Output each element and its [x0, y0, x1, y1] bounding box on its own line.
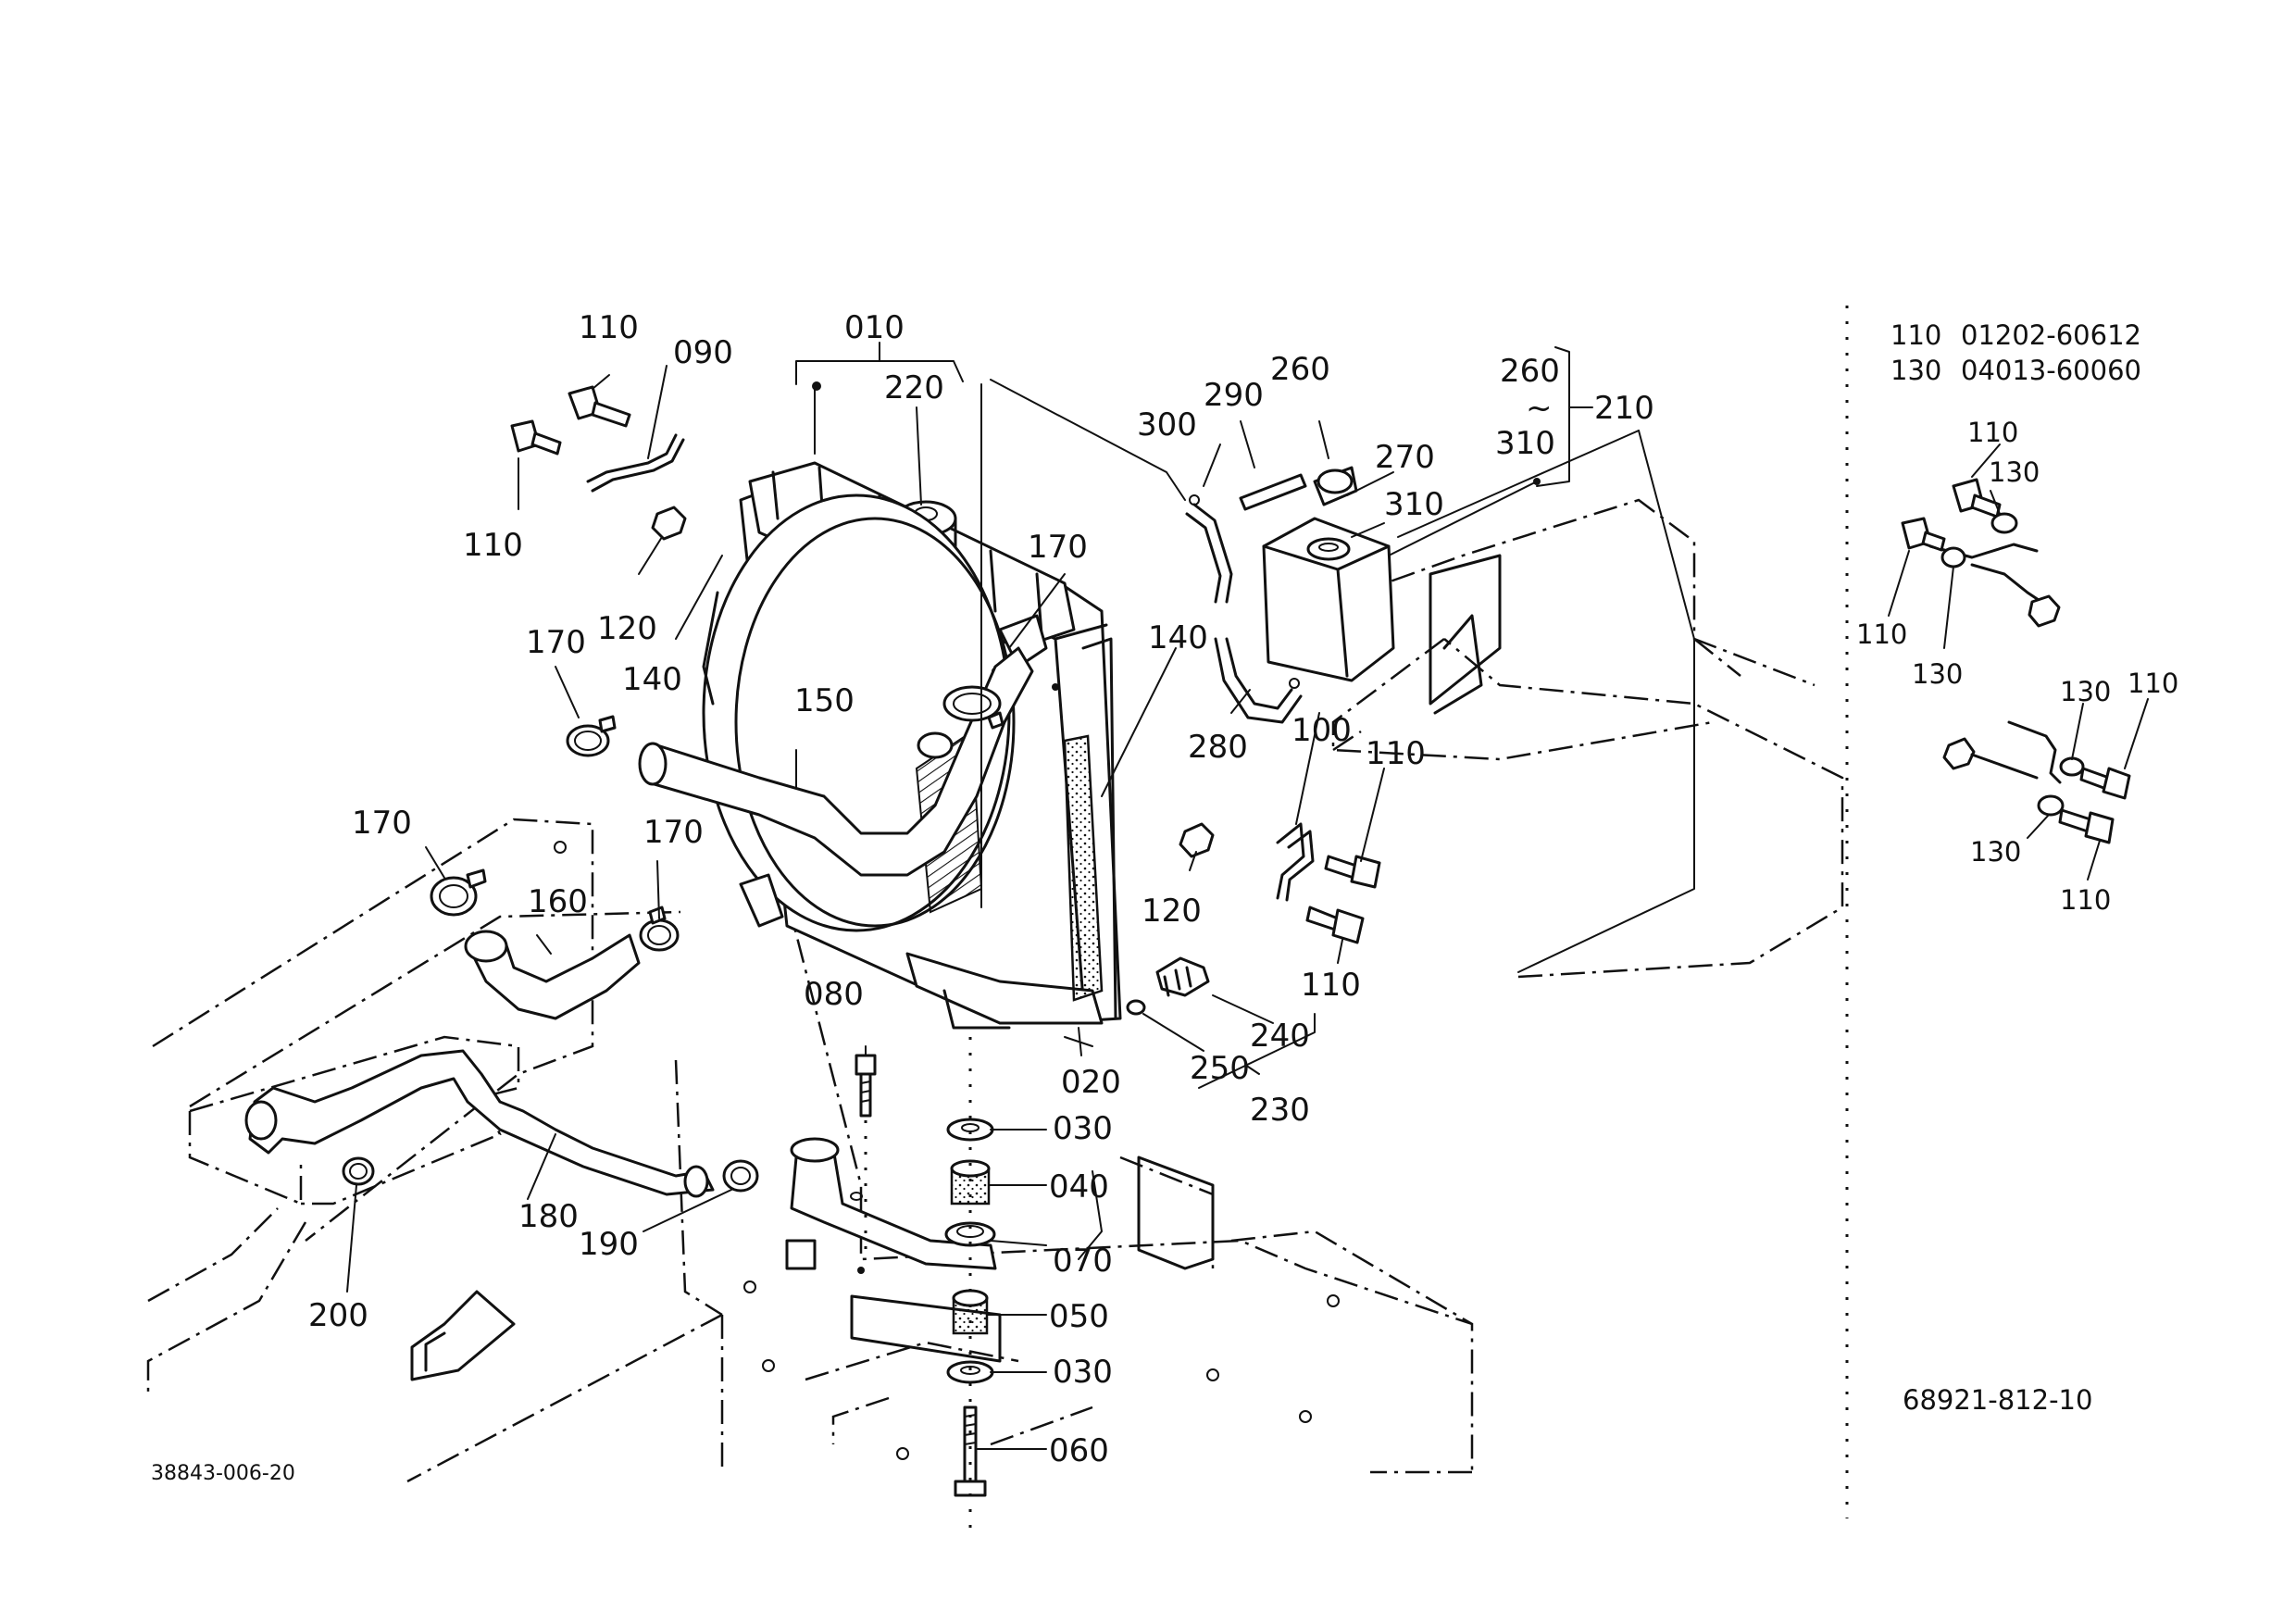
callout-140: 140	[622, 661, 682, 698]
range-tilde: ~	[1526, 390, 1553, 427]
reserve-tank-310	[1262, 517, 1395, 682]
part-ref-110: 110	[1890, 319, 1941, 351]
chassis-frame	[146, 498, 1844, 1483]
callout-100: 100	[1292, 712, 1352, 749]
callout-170: 170	[643, 814, 704, 851]
callout-010: 010	[844, 309, 905, 346]
callout-150: 150	[794, 682, 855, 719]
stay-090	[586, 433, 685, 493]
callout-240: 240	[1250, 1018, 1310, 1055]
mount-bracket-070	[790, 1137, 997, 1274]
callout-070: 070	[1053, 1243, 1113, 1280]
callout-170: 170	[352, 805, 412, 842]
clamp-170-b	[942, 685, 1004, 730]
callout-030: 030	[1053, 1110, 1113, 1147]
callout-230: 230	[1250, 1092, 1310, 1129]
inset-drawing-code: 68921-812-10	[1903, 1384, 2092, 1416]
callout-110: 110	[1366, 735, 1426, 772]
callout-labels: 010 220 110 090 110 120 140 170 150 170 …	[308, 309, 2178, 1469]
callout-040: 040	[1049, 1168, 1109, 1206]
inset-callout-130: 130	[1970, 836, 2021, 868]
inset-callout-130: 130	[1989, 456, 2040, 488]
stay-100	[1276, 822, 1315, 902]
inset-callout-130: 130	[2060, 676, 2111, 707]
part-no-110: 01202-60612	[1961, 319, 2141, 351]
callout-250: 250	[1190, 1050, 1250, 1087]
callout-260: 260	[1270, 351, 1330, 388]
inset-callout-110: 110	[2128, 668, 2178, 699]
bolt-110-right-b	[1305, 906, 1365, 944]
lower-hose-160	[464, 930, 641, 1020]
clamp-170-c	[430, 868, 487, 917]
callout-210: 210	[1594, 390, 1654, 427]
hose-pipe-180	[244, 1049, 715, 1198]
clamp-190	[722, 1159, 759, 1193]
inset-callout-130: 130	[1912, 658, 1963, 690]
upper-hose-150	[638, 646, 1034, 877]
callout-090: 090	[673, 334, 733, 371]
inset-callout-110: 110	[2060, 884, 2111, 916]
callout-060: 060	[1049, 1432, 1109, 1469]
callout-160: 160	[528, 883, 588, 920]
callout-180: 180	[518, 1198, 579, 1235]
bolt-110-right-a	[1324, 855, 1381, 889]
callout-170: 170	[526, 624, 586, 661]
callout-020: 020	[1061, 1064, 1121, 1101]
callout-080: 080	[804, 976, 864, 1013]
callout-300: 300	[1137, 406, 1197, 443]
part-no-130: 04013-60060	[1961, 355, 2141, 386]
part-ref-130: 130	[1890, 355, 1941, 386]
callout-280: 280	[1188, 729, 1248, 766]
clamp-170-d	[639, 906, 680, 952]
callout-110: 110	[463, 527, 523, 564]
callout-260: 260	[1500, 353, 1560, 390]
clamp-200	[342, 1156, 375, 1186]
callout-110: 110	[1301, 967, 1361, 1004]
callout-120: 120	[597, 610, 657, 647]
part-number-list: 110 01202-60612 130 04013-60060	[1890, 319, 2141, 386]
callout-120: 120	[1142, 893, 1202, 930]
diagram-code: 38843-006-20	[151, 1462, 295, 1485]
nut-120-top	[651, 506, 687, 541]
bolt-110-top	[568, 385, 631, 428]
inset-callout-110: 110	[1856, 618, 1907, 650]
radiator-010	[702, 381, 1122, 1030]
callout-270: 270	[1375, 439, 1435, 476]
inset-callout-110: 110	[1967, 417, 2018, 448]
cap-270	[1313, 466, 1358, 506]
callout-310: 310	[1384, 486, 1444, 523]
inset-hardware	[1901, 478, 2131, 844]
callout-050: 050	[1049, 1298, 1109, 1335]
leader-lines	[346, 342, 2149, 1450]
bolt-110-left	[510, 419, 562, 456]
callout-110: 110	[579, 309, 639, 346]
mount-parts-stack	[855, 1037, 996, 1528]
callout-170: 170	[1028, 529, 1088, 566]
hose-280	[1185, 478, 1541, 724]
pipe-290	[1239, 473, 1307, 511]
clamp-170-a	[566, 715, 617, 757]
callout-290: 290	[1204, 377, 1264, 414]
nut-120-right	[1179, 822, 1215, 858]
callout-190: 190	[579, 1226, 639, 1263]
callout-200: 200	[308, 1297, 368, 1334]
callout-030: 030	[1053, 1354, 1113, 1391]
callout-140: 140	[1148, 619, 1208, 656]
callout-310: 310	[1495, 425, 1555, 462]
drain-cock-240	[1126, 956, 1210, 1016]
callout-220: 220	[884, 369, 944, 406]
